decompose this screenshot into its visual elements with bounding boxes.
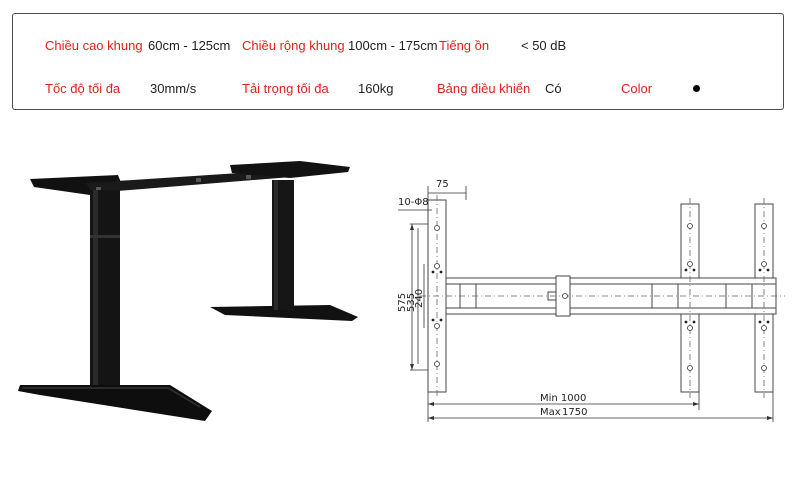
frame-width-value: 100cm - 175cm	[348, 38, 438, 53]
spec-table: Chiều cao khung 60cm - 125cm Chiều rộng …	[12, 13, 784, 110]
noise-label: Tiếng ồn	[439, 38, 490, 53]
dim-535-text: 535	[406, 293, 417, 312]
control-panel-label: Bảng điều khiển	[437, 81, 531, 96]
frame-width-label: Chiều rộng khung	[242, 38, 345, 53]
control-panel-value: Có	[545, 81, 562, 96]
max-speed-value: 30mm/s	[150, 81, 197, 96]
max-speed-label: Tốc độ tối đa	[45, 81, 121, 96]
dim-240-text: 240	[414, 289, 425, 308]
frame-height-label: Chiều cao khung	[45, 38, 143, 53]
noise-value: < 50 dB	[521, 38, 567, 53]
min-length-text: Min 1000	[540, 393, 586, 404]
desk-frame-image	[18, 161, 358, 421]
hole-spec-text: 10-Φ8	[398, 197, 429, 208]
frame-height-value: 60cm - 125cm	[148, 38, 231, 53]
max-length-text: 1750	[562, 407, 587, 418]
max-load-value: 160kg	[358, 81, 394, 96]
technical-drawing: 75 10-Φ8 575 535 240 Min 1000 Max 1750	[397, 179, 785, 422]
rear-foot	[210, 305, 358, 321]
dim-575-text: 575	[397, 293, 408, 312]
color-label: Color	[621, 81, 653, 96]
max-prefix-text: Max	[540, 407, 561, 418]
max-load-label: Tải trọng tối đa	[242, 81, 329, 96]
front-foot	[18, 385, 212, 421]
color-swatch	[693, 85, 700, 92]
dim-75-text: 75	[436, 179, 449, 190]
